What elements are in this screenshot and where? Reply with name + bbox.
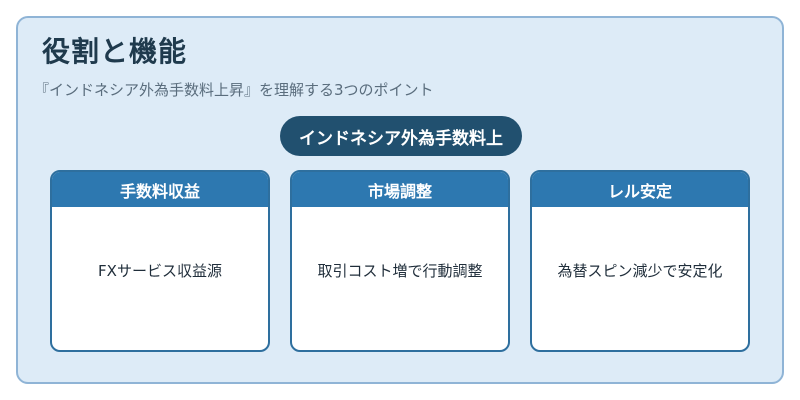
page-subtitle: 『インドネシア外為手数料上昇』を理解する3つのポイント — [34, 81, 434, 99]
diagram-frame: 役割と機能 『インドネシア外為手数料上昇』を理解する3つのポイント インドネシア… — [16, 16, 784, 384]
card-body: 取引コスト増で行動調整 — [317, 262, 483, 280]
card-body: FXサービス収益源 — [98, 262, 222, 280]
page-title: 役割と機能 — [42, 35, 188, 68]
card-market-adjustment: 市場調整 取引コスト増で行動調整 — [290, 170, 510, 352]
card-body: 為替スピン減少で安定化 — [557, 262, 723, 280]
card-heading: 市場調整 — [292, 172, 508, 207]
card-fee-revenue: 手数料収益 FXサービス収益源 — [50, 170, 270, 352]
center-topic-pill: インドネシア外為手数料上 — [280, 116, 522, 156]
card-heading: 手数料収益 — [52, 172, 268, 207]
card-heading: レル安定 — [532, 172, 748, 207]
card-rupiah-stability: レル安定 為替スピン減少で安定化 — [530, 170, 750, 352]
